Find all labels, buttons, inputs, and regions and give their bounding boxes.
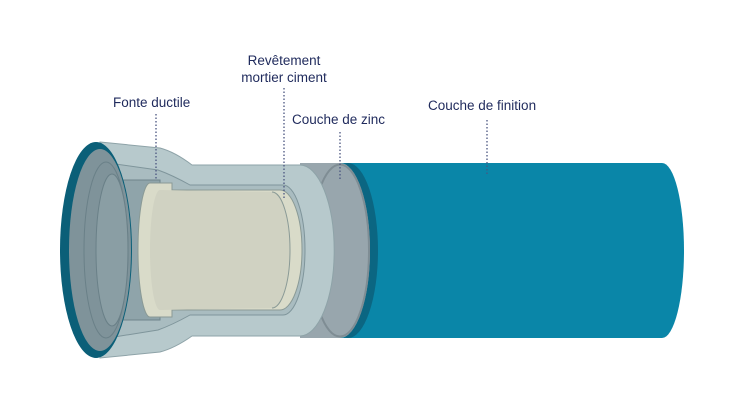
label-ductile-iron: Fonte ductile (113, 95, 191, 110)
label-zinc-layer: Couche de zinc (292, 112, 386, 127)
label-mortar-line2: mortier ciment (241, 70, 327, 85)
leader-lines (155, 88, 488, 198)
label-mortar-line1: Revêtement (247, 53, 321, 68)
finish-layer (330, 163, 684, 338)
label-mortar-lining: Revêtement mortier ciment (226, 52, 342, 86)
label-finish-layer: Couche de finition (428, 98, 537, 113)
